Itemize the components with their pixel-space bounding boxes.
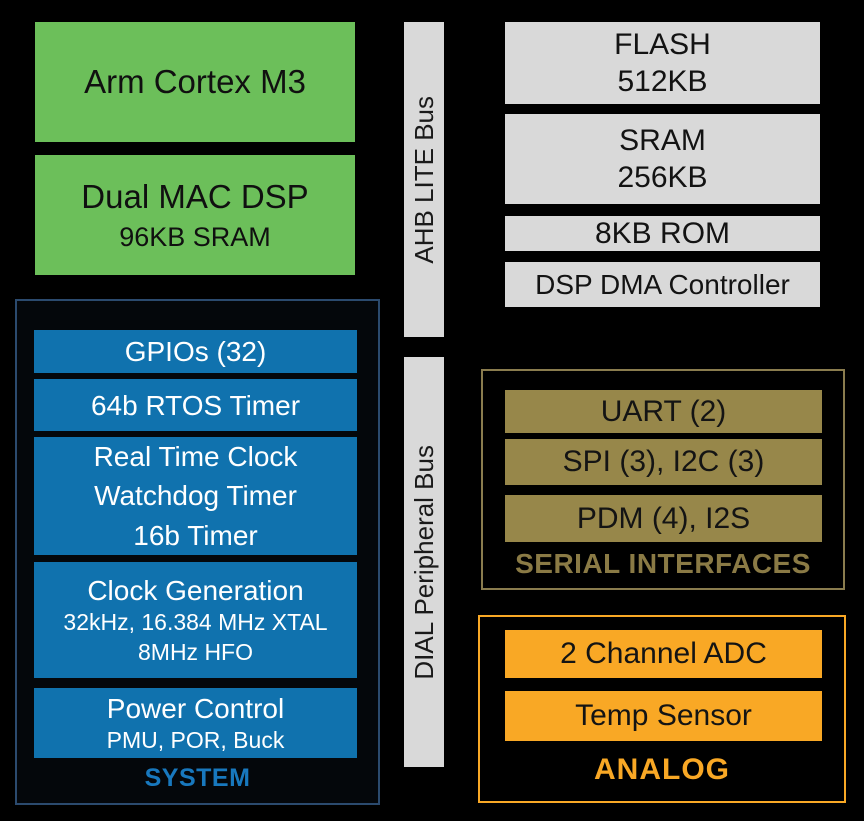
analog-group-label: ANALOG xyxy=(594,753,730,786)
block-dual-mac-dsp: Dual MAC DSP 96KB SRAM xyxy=(35,155,355,275)
system-group-label: SYSTEM xyxy=(144,764,251,792)
serial-interfaces-group-label: SERIAL INTERFACES xyxy=(515,548,811,579)
block-arm-cortex-m3: Arm Cortex M3 xyxy=(35,22,355,142)
group-analog: 2 Channel ADC Temp Sensor ANALOG xyxy=(478,615,846,803)
group-serial-interfaces: UART (2) SPI (3), I2C (3) PDM (4), I2S S… xyxy=(481,369,845,590)
adc-label: 2 Channel ADC xyxy=(560,637,767,671)
flash-size-label: 512KB xyxy=(617,65,708,98)
spi-i2c-label: SPI (3), I2C (3) xyxy=(562,445,765,479)
block-flash: FLASH 512KB xyxy=(505,22,820,104)
group-system: GPIOs (32) 64b RTOS Timer Real Time Cloc… xyxy=(15,299,380,805)
block-pdm-i2s: PDM (4), I2S xyxy=(505,495,822,542)
block-sram: SRAM 256KB xyxy=(505,114,820,204)
block-power-control: Power Control PMU, POR, Buck xyxy=(34,688,357,758)
pmu-por-buck-label: PMU, POR, Buck xyxy=(106,726,285,753)
arm-cortex-m3-label: Arm Cortex M3 xyxy=(84,63,306,101)
power-control-label: Power Control xyxy=(106,692,285,724)
dual-mac-dsp-label: Dual MAC DSP xyxy=(81,177,309,215)
block-spi-i2c: SPI (3), I2C (3) xyxy=(505,439,822,485)
bus-dial-peripheral: DIAL Peripheral Bus xyxy=(404,357,444,767)
clock-xtal-label: 32kHz, 16.384 MHz XTAL xyxy=(63,608,328,635)
clock-hfo-label: 8MHz HFO xyxy=(138,638,253,665)
block-clock-generation: Clock Generation 32kHz, 16.384 MHz XTAL … xyxy=(34,562,357,678)
real-time-clock-label: Real Time Clock xyxy=(93,441,298,473)
dsp-sram-label: 96KB SRAM xyxy=(119,221,271,252)
block-rtos-timer: 64b RTOS Timer xyxy=(34,379,357,431)
16b-timer-label: 16b Timer xyxy=(133,519,258,551)
block-temp-sensor: Temp Sensor xyxy=(505,691,822,741)
gpios-label: GPIOs (32) xyxy=(124,336,267,367)
watchdog-timer-label: Watchdog Timer xyxy=(94,480,297,512)
block-gpios: GPIOs (32) xyxy=(34,330,357,373)
bus-ahb-lite: AHB LITE Bus xyxy=(404,22,444,337)
clock-generation-label: Clock Generation xyxy=(87,574,304,606)
pdm-i2s-label: PDM (4), I2S xyxy=(576,501,751,535)
rtos-timer-label: 64b RTOS Timer xyxy=(90,389,301,421)
block-rtc-watchdog-timers: Real Time Clock Watchdog Timer 16b Timer xyxy=(34,437,357,555)
block-rom: 8KB ROM xyxy=(505,216,820,251)
flash-label: FLASH xyxy=(614,27,711,61)
sram-label: SRAM xyxy=(619,123,706,157)
block-dsp-dma-controller: DSP DMA Controller xyxy=(505,262,820,307)
block-uart: UART (2) xyxy=(505,390,822,433)
sram-size-label: 256KB xyxy=(617,161,708,194)
dsp-dma-controller-label: DSP DMA Controller xyxy=(535,269,790,300)
temp-sensor-label: Temp Sensor xyxy=(575,699,752,733)
rom-label: 8KB ROM xyxy=(594,216,731,250)
block-2-channel-adc: 2 Channel ADC xyxy=(505,630,822,678)
dial-peripheral-bus-label: DIAL Peripheral Bus xyxy=(408,444,439,680)
uart-label: UART (2) xyxy=(600,394,727,428)
ahb-lite-bus-label: AHB LITE Bus xyxy=(408,95,439,264)
